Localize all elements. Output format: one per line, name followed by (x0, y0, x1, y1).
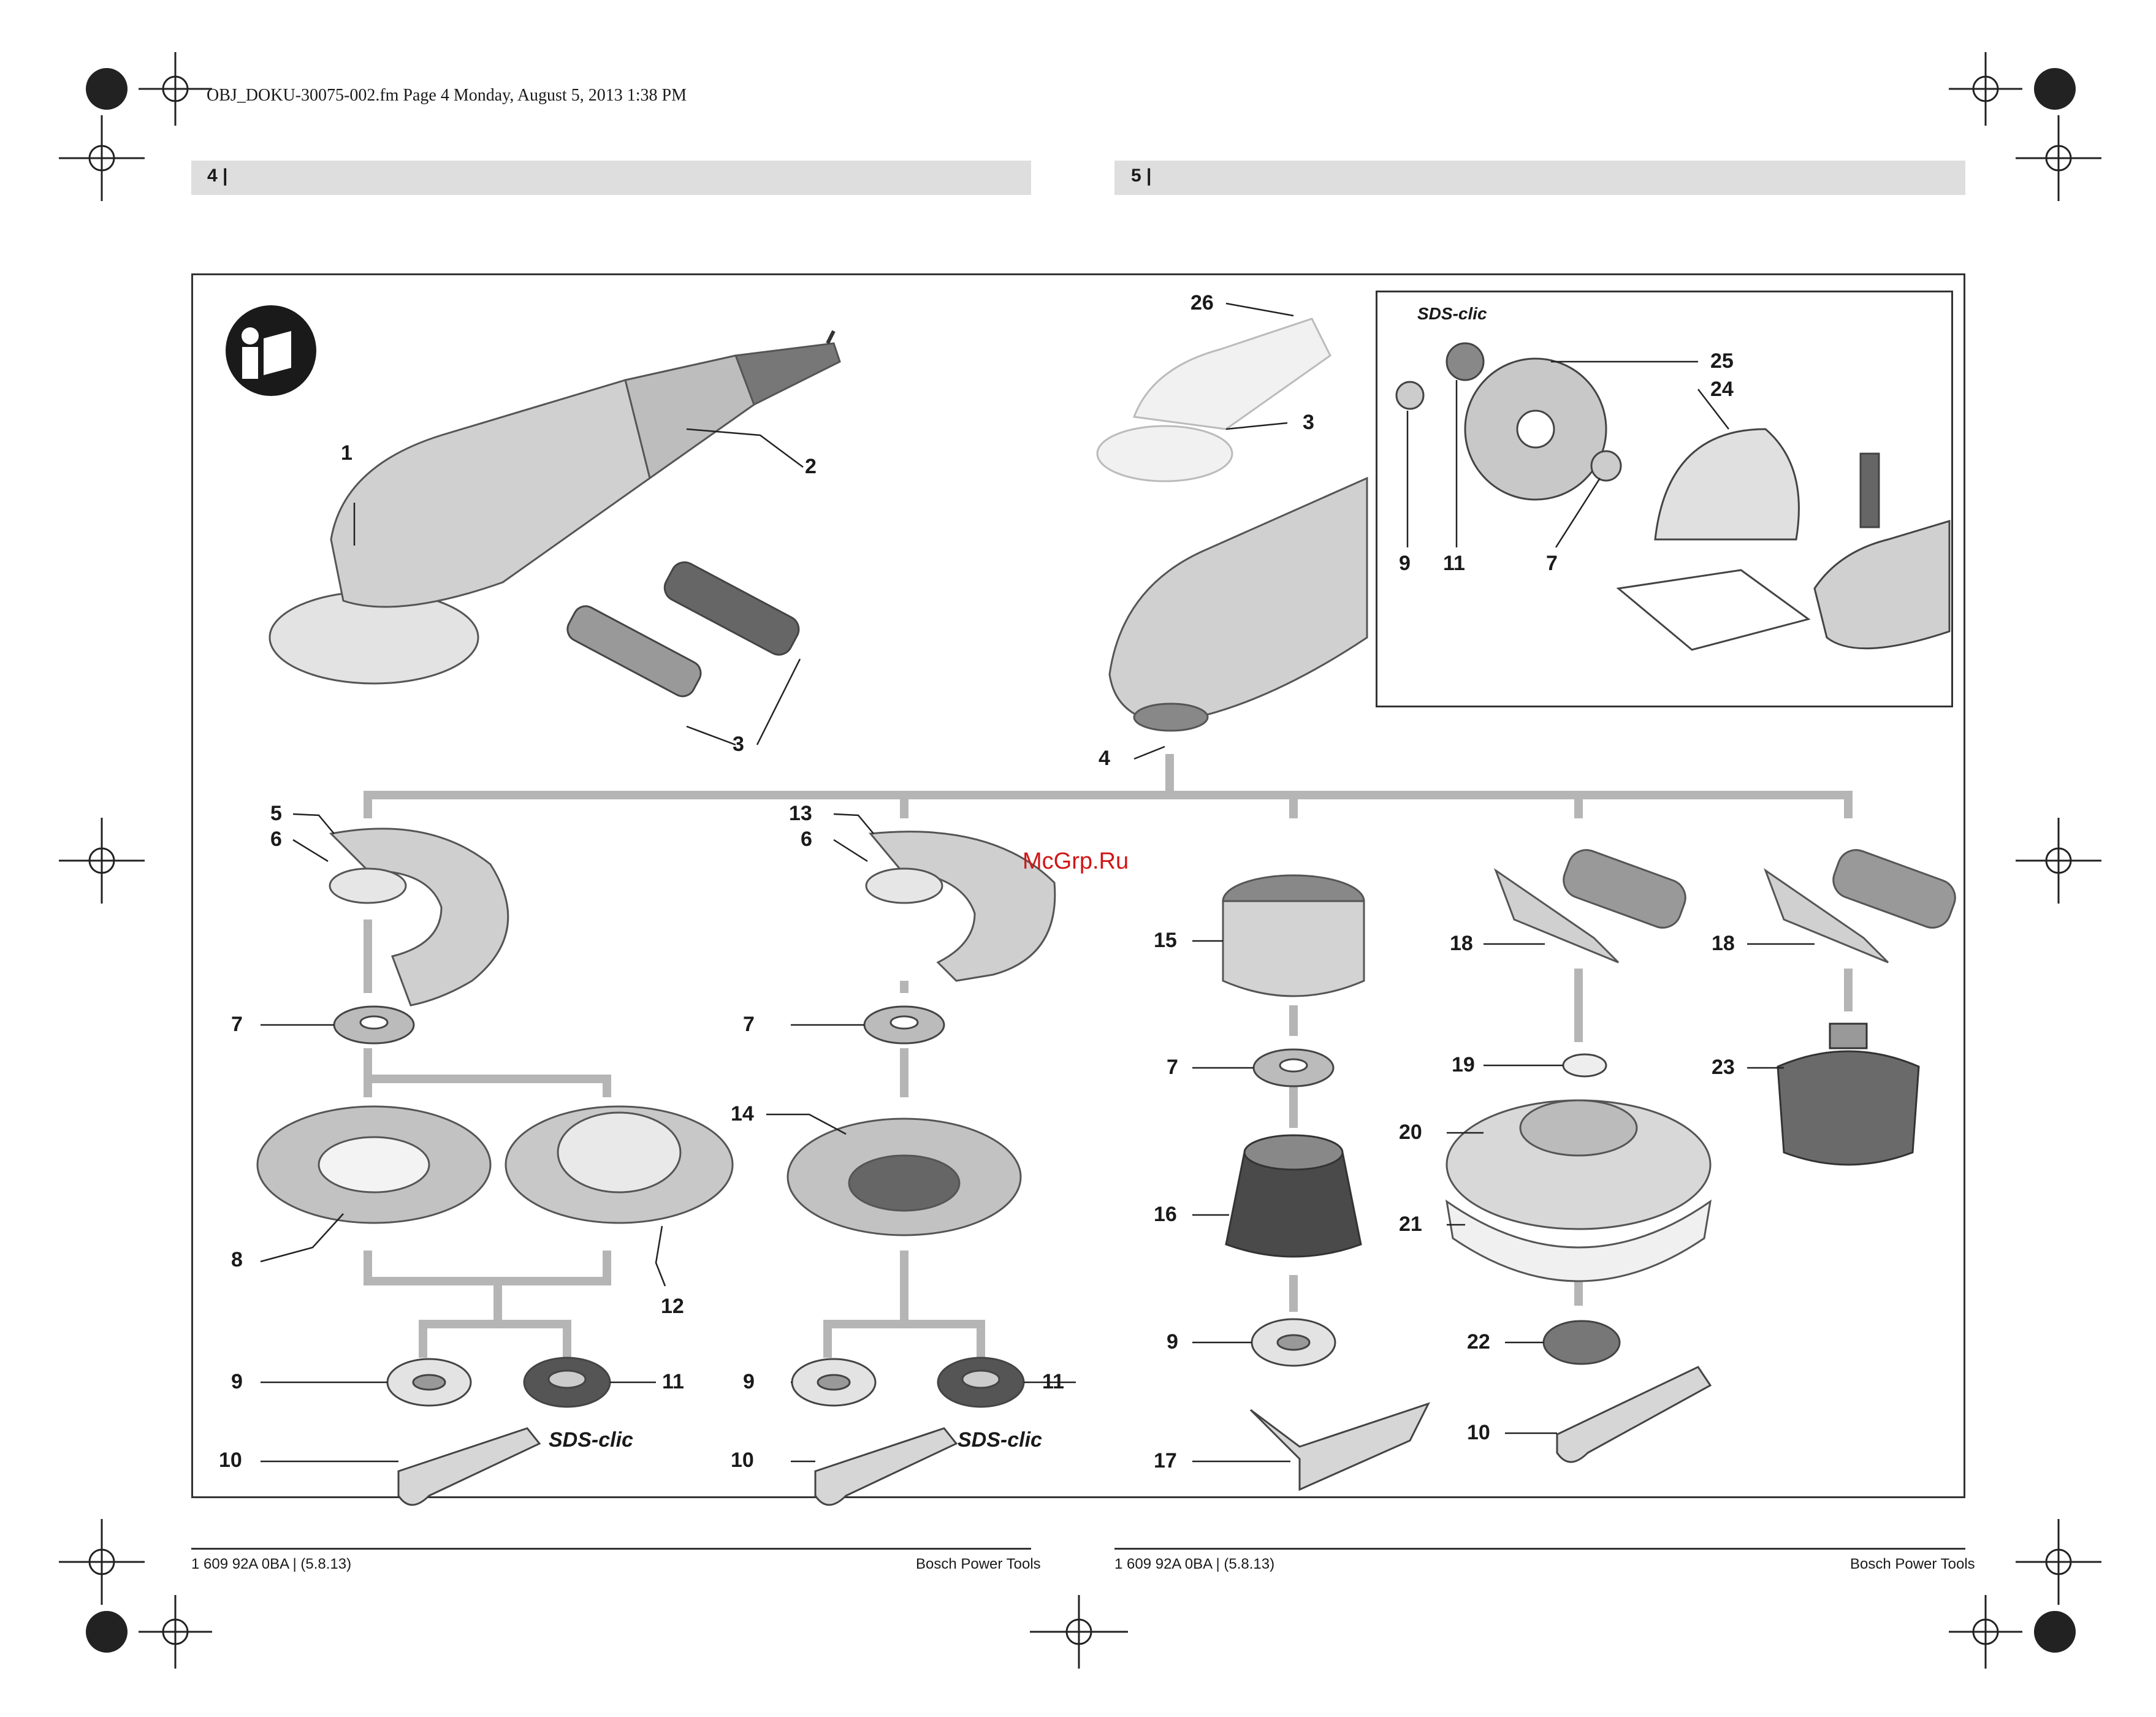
callout-18b: 18 (1712, 932, 1735, 956)
right-footer-rule (1114, 1548, 1965, 1550)
inset-parts (1396, 343, 1949, 650)
callout-12: 12 (661, 1295, 684, 1319)
callout-7b: 7 (743, 1013, 755, 1037)
callout-11b: 11 (1042, 1370, 1064, 1394)
callout-10a: 10 (219, 1449, 242, 1472)
flange-7c (1254, 1049, 1333, 1086)
nut-22 (1544, 1321, 1620, 1364)
callout-7-inset: 7 (1546, 552, 1558, 576)
callout-6b: 6 (801, 828, 812, 851)
backing-pad-20 (1447, 1100, 1710, 1229)
callout-9b: 9 (743, 1370, 755, 1394)
cup-brush-23 (1778, 1024, 1919, 1165)
callout-24: 24 (1710, 378, 1734, 402)
callout-14: 14 (731, 1102, 754, 1126)
nut-9a (387, 1359, 471, 1406)
callout-8: 8 (231, 1248, 243, 1272)
auxiliary-handles (563, 558, 804, 701)
nut-11a (524, 1358, 610, 1407)
spanner-10c (1557, 1367, 1710, 1462)
right-footer-code: 1 609 92A 0BA | (5.8.13) (1114, 1556, 1274, 1573)
callout-19: 19 (1452, 1053, 1475, 1077)
inset-sds-clic-title: SDS-clic (1417, 304, 1487, 324)
watermark: McGrp.Ru (1023, 848, 1129, 875)
callout-20: 20 (1399, 1121, 1422, 1144)
callout-16: 16 (1154, 1203, 1177, 1227)
callout-11-inset: 11 (1443, 552, 1465, 576)
guard-5 (330, 829, 508, 1005)
spanner-10a (398, 1428, 539, 1505)
extraction-hood-15 (1223, 875, 1364, 996)
callout-3-handles: 3 (733, 733, 744, 756)
disc-12 (506, 1106, 733, 1223)
callout-11a: 11 (662, 1370, 684, 1394)
callout-6a: 6 (270, 828, 282, 851)
read-manual-icon (226, 305, 316, 396)
callout-9-inset: 9 (1399, 552, 1411, 576)
callout-7c: 7 (1167, 1056, 1178, 1079)
flange-7a (334, 1007, 414, 1043)
callout-7a: 7 (231, 1013, 243, 1037)
callout-26: 26 (1190, 291, 1214, 315)
spanner-17 (1251, 1404, 1428, 1490)
callout-13: 13 (789, 802, 812, 826)
callout-9c: 9 (1167, 1330, 1178, 1354)
nut-9b (792, 1359, 875, 1406)
disc-8 (257, 1106, 490, 1223)
left-footer-rule (191, 1548, 1031, 1550)
callout-22: 22 (1467, 1330, 1490, 1354)
grinder-outline-ghost (1097, 319, 1330, 481)
callout-9a: 9 (231, 1370, 243, 1394)
callout-23: 23 (1712, 1056, 1735, 1079)
callout-15: 15 (1154, 929, 1177, 953)
callout-4: 4 (1099, 747, 1110, 771)
disc-14 (788, 1119, 1021, 1235)
sds-clic-label-left: SDS-clic (549, 1428, 633, 1452)
left-footer-brand: Bosch Power Tools (916, 1556, 1041, 1573)
spanner-10b (815, 1428, 956, 1505)
angle-grinder-secondary (1110, 478, 1367, 731)
callout-5: 5 (270, 802, 282, 826)
callout-3-ghost: 3 (1303, 411, 1314, 435)
callout-1: 1 (341, 441, 352, 465)
flange-7b (864, 1007, 944, 1043)
sds-clic-label-mid: SDS-clic (958, 1428, 1042, 1452)
callout-10b: 10 (731, 1449, 754, 1472)
right-footer-brand: Bosch Power Tools (1850, 1556, 1975, 1573)
nut-11b (938, 1358, 1024, 1407)
nut-9c (1252, 1319, 1335, 1366)
callout-18a: 18 (1450, 932, 1473, 956)
callout-21: 21 (1399, 1213, 1422, 1236)
callout-2: 2 (805, 455, 817, 479)
cup-wheel-16 (1226, 1135, 1361, 1257)
callout-10c: 10 (1467, 1421, 1490, 1445)
callout-25: 25 (1710, 349, 1734, 373)
callout-17: 17 (1154, 1449, 1177, 1473)
washer-19 (1563, 1054, 1606, 1076)
left-footer-code: 1 609 92A 0BA | (5.8.13) (191, 1556, 351, 1573)
